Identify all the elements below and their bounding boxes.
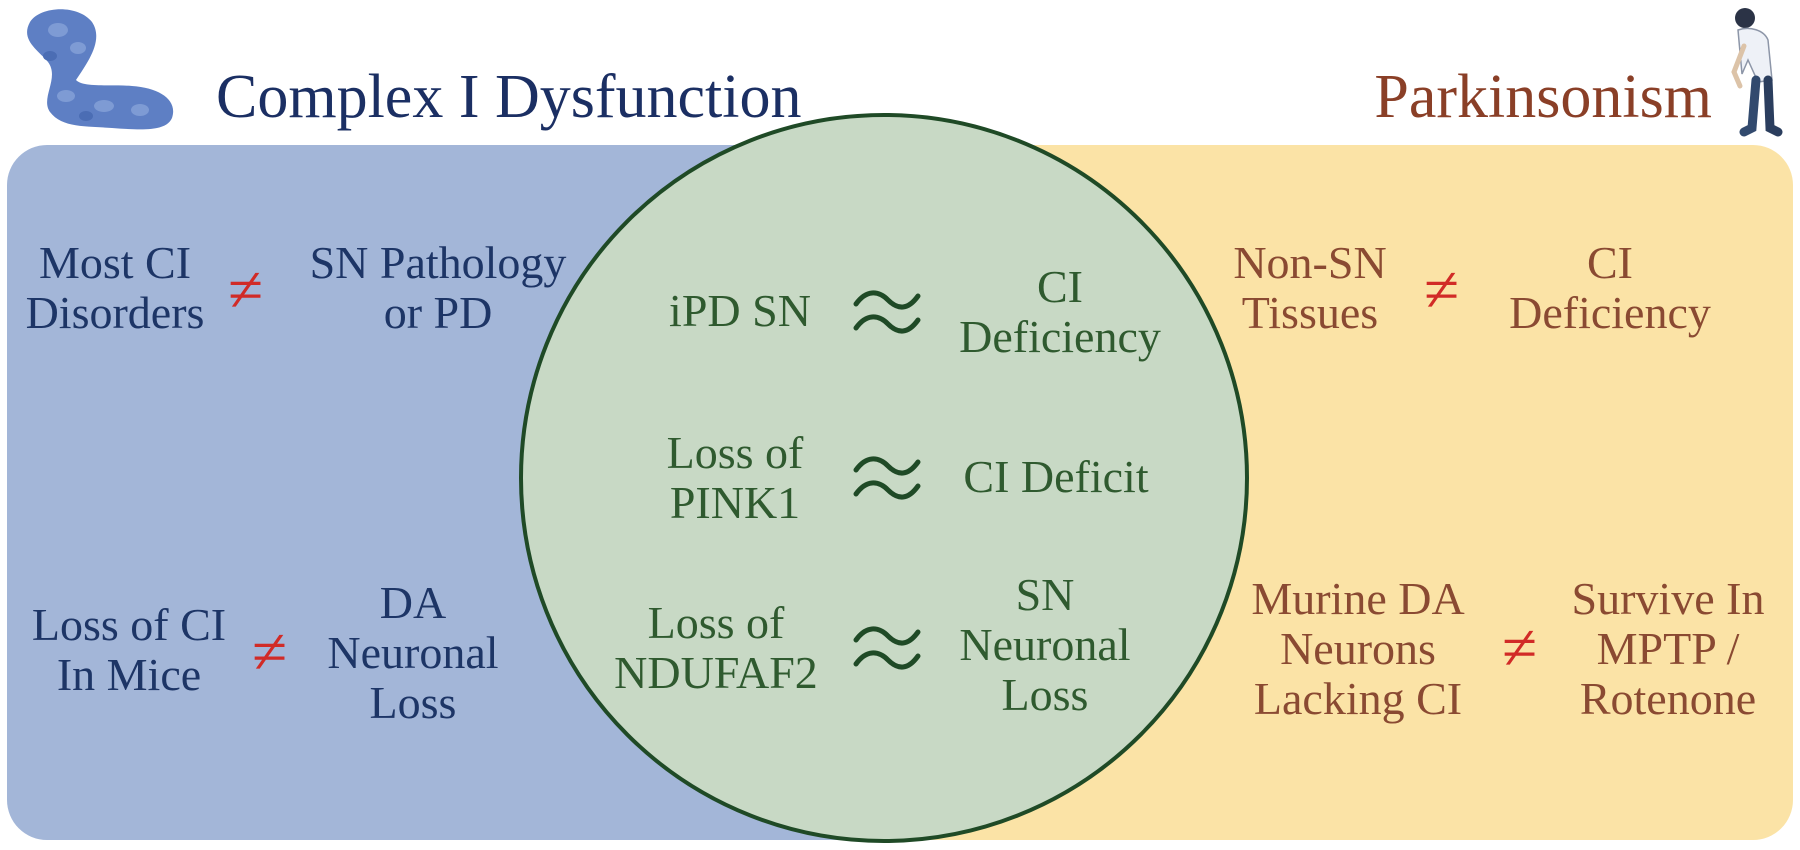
ci-deficiency-right-text: CI Deficiency — [1509, 237, 1711, 338]
murine-da-neurons-text: Murine DA Neurons Lacking CI — [1251, 573, 1465, 724]
most-ci-disorders-text: Most CI Disorders — [25, 237, 205, 338]
sn-neuronal-loss-text: SN Neuronal Loss — [959, 569, 1131, 720]
non-sn-tissues-text: Non-SN Tissues — [1233, 237, 1387, 338]
loss-of-ci-in-mice-text: Loss of CI In Mice — [31, 599, 227, 700]
stooped-person-icon — [1731, 8, 1783, 137]
sn-pathology-text: SN Pathology or PD — [309, 237, 567, 338]
survive-mptp-rotenone-text: Survive In MPTP / Rotenone — [1571, 573, 1765, 724]
da-neuronal-loss-text: DA Neuronal Loss — [327, 577, 499, 728]
brain-tissue-icon — [27, 9, 174, 130]
loss-of-pink1-text: Loss of PINK1 — [666, 427, 804, 528]
ipd-sn-text: iPD SN — [669, 285, 811, 336]
complex-i-dysfunction-title: Complex I Dysfunction — [216, 63, 802, 131]
not-equal-symbol: ≠ — [228, 254, 264, 325]
ci-deficit-text: CI Deficit — [963, 451, 1149, 502]
not-equal-symbol: ≠ — [1502, 612, 1538, 683]
not-equal-symbol: ≠ — [252, 616, 288, 687]
parkinsonism-title: Parkinsonism — [1374, 63, 1712, 131]
loss-of-ndufaf2-text: Loss of NDUFAF2 — [614, 597, 818, 698]
ci-deficiency-center-text: CI Deficiency — [959, 261, 1161, 362]
not-equal-symbol: ≠ — [1424, 254, 1460, 325]
